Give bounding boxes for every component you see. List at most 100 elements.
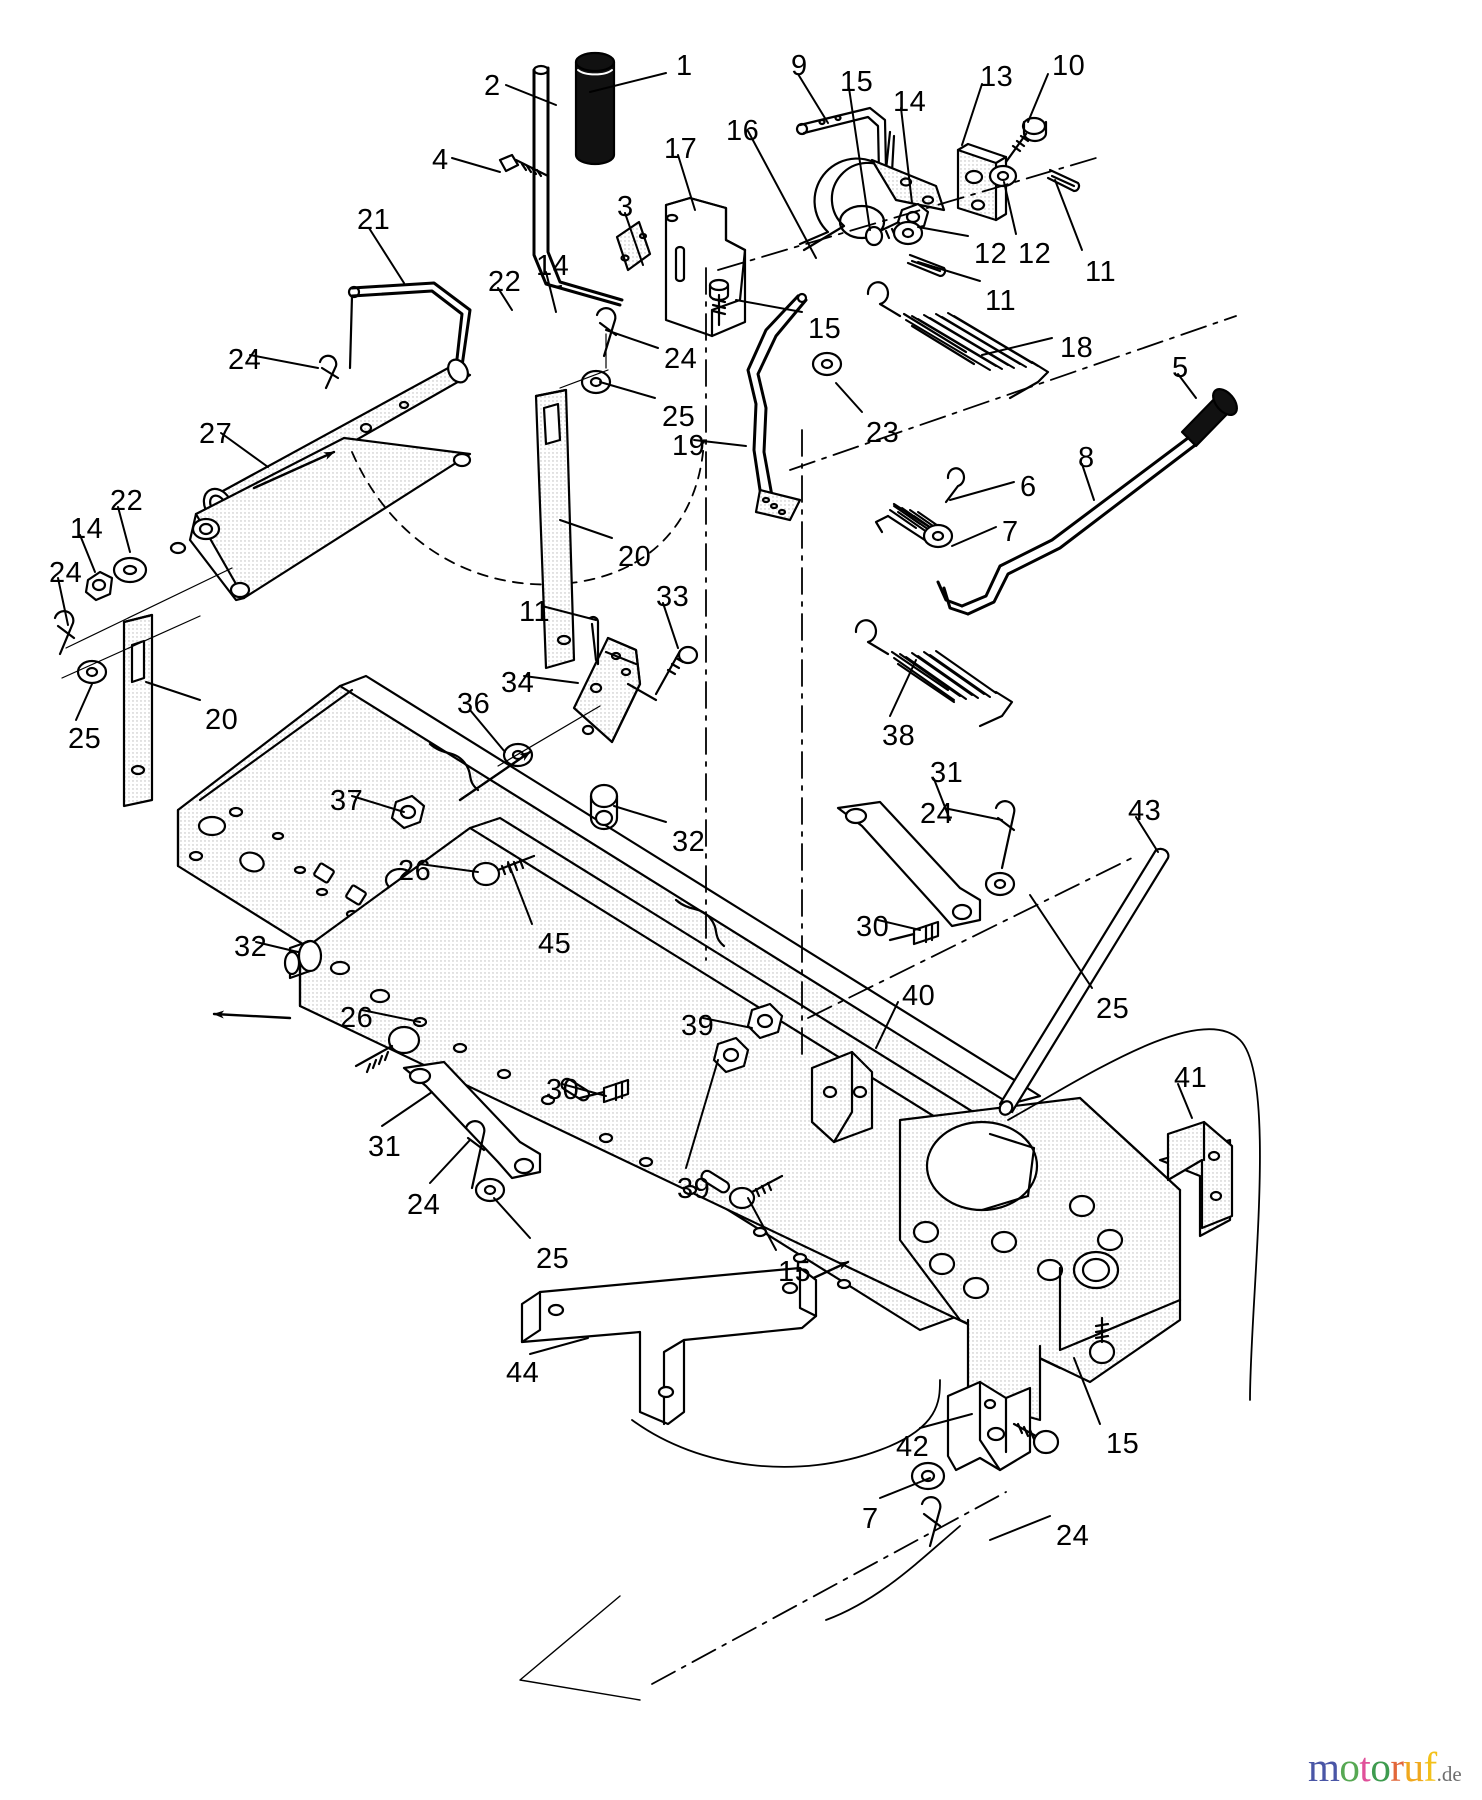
callout-number-26: 26 bbox=[340, 1002, 374, 1034]
part-10-flange-bolt bbox=[1004, 116, 1048, 164]
callout-number-14: 14 bbox=[893, 86, 927, 118]
part-19-shift-rod bbox=[746, 292, 808, 522]
part-31-link-arm-left bbox=[402, 1060, 542, 1180]
callout-number-22: 22 bbox=[110, 485, 144, 517]
part-11-cotter-pin-center bbox=[588, 615, 600, 666]
callout-number-12: 12 bbox=[1018, 238, 1052, 270]
part-7-washer-right bbox=[922, 523, 954, 549]
part-11-cotter-pin-b bbox=[906, 253, 947, 278]
part-20-link-bar-left bbox=[122, 613, 154, 808]
callout-number-45: 45 bbox=[538, 928, 572, 960]
assembly-axis-left bbox=[61, 567, 233, 679]
callout-number-7: 7 bbox=[862, 1503, 879, 1535]
part-39-locknut-upper bbox=[746, 1002, 784, 1040]
callout-number-32: 32 bbox=[672, 826, 706, 858]
part-14-linkage-strap bbox=[870, 158, 946, 212]
part-9-control-rod bbox=[795, 106, 888, 174]
watermark-letter-f: f bbox=[1423, 1744, 1437, 1790]
callout-number-20: 20 bbox=[205, 704, 239, 736]
part-32-bushing-right bbox=[589, 783, 619, 831]
callout-number-5: 5 bbox=[1172, 352, 1189, 384]
part-31-link-arm-right bbox=[836, 800, 982, 928]
part-15-screw-rear bbox=[1088, 1316, 1116, 1365]
watermark-letter-t: t bbox=[1359, 1744, 1371, 1790]
assembly-axis-34 bbox=[497, 705, 601, 767]
part-24-cotter-pin-bottom bbox=[920, 1496, 942, 1548]
part-15-screw-bracket42 bbox=[1012, 1422, 1060, 1455]
part-12-washer-lower bbox=[892, 220, 924, 246]
part-11-cotter-pin-a bbox=[1046, 168, 1081, 193]
part-34-pedal-bracket bbox=[572, 636, 658, 744]
callout-number-24: 24 bbox=[920, 798, 954, 830]
callout-number-3: 3 bbox=[617, 191, 634, 223]
callout-number-24: 24 bbox=[1056, 1520, 1090, 1552]
callout-number-31: 31 bbox=[930, 757, 964, 789]
part-26-bolt-upper bbox=[471, 854, 536, 887]
callout-number-15: 15 bbox=[808, 313, 842, 345]
part-33-carriage-bolt bbox=[654, 645, 699, 696]
part-12-washer-upper bbox=[988, 164, 1018, 188]
callout-number-38: 38 bbox=[882, 720, 916, 752]
callout-number-10: 10 bbox=[1052, 50, 1086, 82]
callout-number-14: 14 bbox=[536, 250, 570, 282]
watermark-letter-u: u bbox=[1403, 1744, 1424, 1790]
callout-number-43: 43 bbox=[1128, 795, 1162, 827]
part-8-shift-lever bbox=[936, 436, 1196, 616]
part-30-clevis-pin-left bbox=[578, 1078, 630, 1104]
part-39-locknut-lower bbox=[712, 1036, 750, 1074]
callout-number-21: 21 bbox=[357, 204, 391, 236]
part-41-rear-bracket bbox=[1166, 1120, 1234, 1230]
part-30-clevis-pin-right bbox=[888, 920, 940, 946]
watermark-letter-m: m bbox=[1308, 1744, 1340, 1790]
assembly-centerlines bbox=[651, 157, 1237, 1685]
part-24-cotter-pin-ul bbox=[318, 354, 340, 390]
part-27-lift-shaft bbox=[169, 358, 472, 602]
part-25-washer-right bbox=[984, 871, 1016, 897]
callout-number-41: 41 bbox=[1174, 1062, 1208, 1094]
callout-number-24: 24 bbox=[228, 344, 262, 376]
assembly-centerlines-thin bbox=[519, 1595, 641, 1701]
callout-number-4: 4 bbox=[432, 144, 449, 176]
callout-number-14: 14 bbox=[70, 513, 104, 545]
callout-number-44: 44 bbox=[506, 1357, 540, 1389]
callout-number-16: 16 bbox=[726, 115, 760, 147]
callout-number-17: 17 bbox=[664, 133, 698, 165]
callout-number-34: 34 bbox=[501, 667, 535, 699]
callout-number-9: 9 bbox=[791, 50, 808, 82]
part-32-bushing-left bbox=[283, 939, 323, 980]
part-5-handle-grip-right bbox=[1180, 388, 1238, 448]
callout-number-24: 24 bbox=[407, 1189, 441, 1221]
watermark-letter-r: r bbox=[1390, 1744, 1404, 1790]
callout-number-39: 39 bbox=[677, 1173, 711, 1205]
part-44-footrest-bracket bbox=[520, 1266, 818, 1426]
callout-number-6: 6 bbox=[1020, 471, 1037, 503]
callout-number-33: 33 bbox=[656, 581, 690, 613]
cable-arc-rear bbox=[825, 1525, 961, 1621]
callout-number-25: 25 bbox=[68, 723, 102, 755]
cable-arc-right bbox=[1007, 1028, 1261, 1401]
part-24-cotter-pin-right bbox=[994, 800, 1016, 870]
callout-number-25: 25 bbox=[536, 1243, 570, 1275]
part-22-washer-left bbox=[112, 556, 148, 584]
callout-number-36: 36 bbox=[457, 688, 491, 720]
motoruf-watermark: motoruf.de bbox=[1308, 1742, 1478, 1792]
watermark-suffix: .de bbox=[1436, 1762, 1462, 1786]
callout-number-11: 11 bbox=[985, 285, 1017, 317]
callout-number-30: 30 bbox=[546, 1074, 580, 1106]
part-40-clip-bracket bbox=[810, 1050, 874, 1144]
part-25-washer-left bbox=[76, 659, 108, 685]
part-26-bolt-lower bbox=[354, 1025, 421, 1074]
callout-number-40: 40 bbox=[902, 980, 936, 1012]
callout-number-12: 12 bbox=[974, 238, 1008, 270]
part-2-lift-lever bbox=[532, 64, 624, 307]
part-37-locknut bbox=[390, 794, 426, 830]
part-42-support-bracket bbox=[946, 1380, 1032, 1472]
callout-number-1: 1 bbox=[676, 50, 693, 82]
part-20-link-bar-center bbox=[534, 388, 576, 670]
callout-number-18: 18 bbox=[1060, 332, 1094, 364]
assembly-axis-center bbox=[559, 333, 609, 389]
callout-leaders bbox=[57, 72, 1197, 1541]
callout-number-32: 32 bbox=[234, 931, 268, 963]
